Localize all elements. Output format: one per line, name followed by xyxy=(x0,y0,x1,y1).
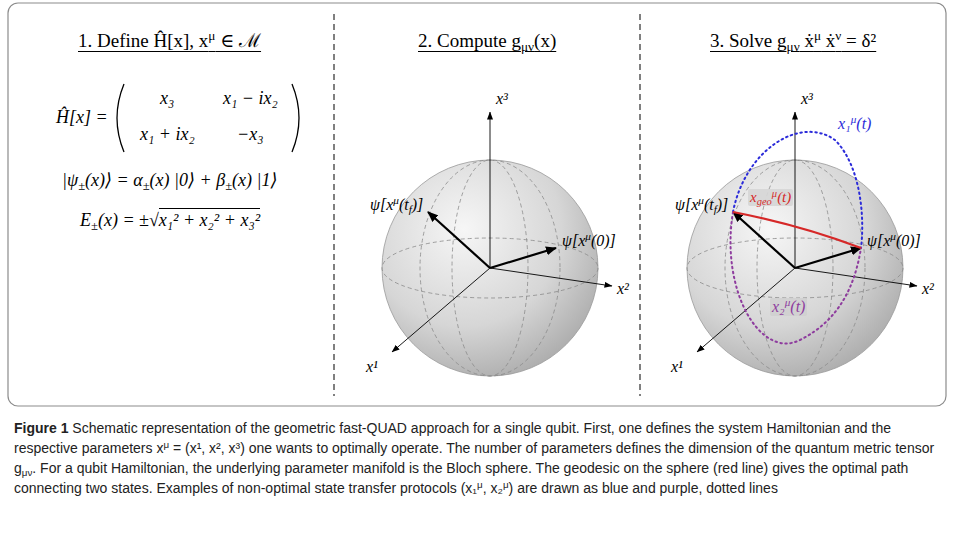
math-run: μ xyxy=(814,28,821,43)
math-run: μ xyxy=(208,28,215,43)
math-run: μ xyxy=(851,113,857,125)
math-run: ± xyxy=(78,179,85,193)
panel-heading: 1. Define Ĥ[x], xμ ∈ ℳ xyxy=(78,30,261,52)
math-run: μ xyxy=(890,230,896,242)
panel-heading: 2. Compute gμν(x) xyxy=(418,30,556,52)
math-run: f xyxy=(409,203,412,215)
path-label: xgeoμ(t) xyxy=(748,189,793,206)
math-run: μ xyxy=(698,194,704,206)
state-label: ψ[xμ(tf)] xyxy=(370,196,423,214)
state-label: ψ[xμ(0)] xyxy=(867,232,921,250)
matrix-entry: x₁ − ix₂ xyxy=(223,88,278,109)
figure-caption: Figure 1 Schematic representation of the… xyxy=(14,418,940,498)
math-run: f xyxy=(714,203,717,215)
path-label: x₁μ(t) xyxy=(838,115,871,133)
axis-label: x² xyxy=(617,280,629,298)
math-run: μ xyxy=(503,479,509,490)
panel-frame xyxy=(8,3,946,406)
math-run: Figure 1 xyxy=(14,420,68,436)
matrix-entry: x₃ xyxy=(160,88,174,109)
state-label: ψ[xμ(0)] xyxy=(562,232,616,250)
math-run: μν xyxy=(787,39,800,54)
formula: E±(x) = ±√x₁² + x₂² + x₃² xyxy=(80,210,260,231)
formula: |ψ±(x)⟩ = α±(x) |0⟩ + β±(x) |1⟩ xyxy=(62,170,278,191)
matrix-entry: x₁ + ix₂ xyxy=(140,124,195,145)
matrix-bracket xyxy=(117,84,124,152)
axis-label: x² xyxy=(922,280,934,298)
path-label: x₂μ(t) xyxy=(770,298,807,316)
axis-label: x³ xyxy=(801,90,813,108)
math-run: μ xyxy=(163,439,169,450)
protocol-path xyxy=(733,132,862,248)
math-run: geo xyxy=(757,196,772,207)
math-run: ± xyxy=(91,219,98,233)
formula: Ĥ[x] = xyxy=(56,107,108,128)
math-run: μν xyxy=(22,467,33,478)
math-run: ± xyxy=(225,179,232,193)
panel-separator xyxy=(640,14,641,396)
math-run: μν xyxy=(521,39,534,54)
axis-label: x¹ xyxy=(671,358,683,376)
axis-label: x¹ xyxy=(366,358,378,376)
math-run: ± xyxy=(143,179,150,193)
math-run: ν xyxy=(835,28,841,43)
math-run: μ xyxy=(585,230,591,242)
math-run: μ xyxy=(785,296,791,308)
math-run: μ xyxy=(772,188,777,199)
state-label: ψ[xμ(tf)] xyxy=(675,196,728,214)
panel-heading: 3. Solve gμν ẋμ ẋν = δ² xyxy=(710,30,876,52)
matrix-bracket xyxy=(292,84,299,152)
axis-label: x³ xyxy=(496,90,508,108)
geodesic-path xyxy=(733,212,861,248)
math-run: μ xyxy=(477,479,483,490)
protocol-path xyxy=(731,212,861,343)
math-run: μ xyxy=(393,194,399,206)
panel-separator xyxy=(334,14,335,396)
math-run: x₁² + x₂² + x₃² xyxy=(159,208,260,230)
matrix-entry: −x₃ xyxy=(237,124,263,145)
